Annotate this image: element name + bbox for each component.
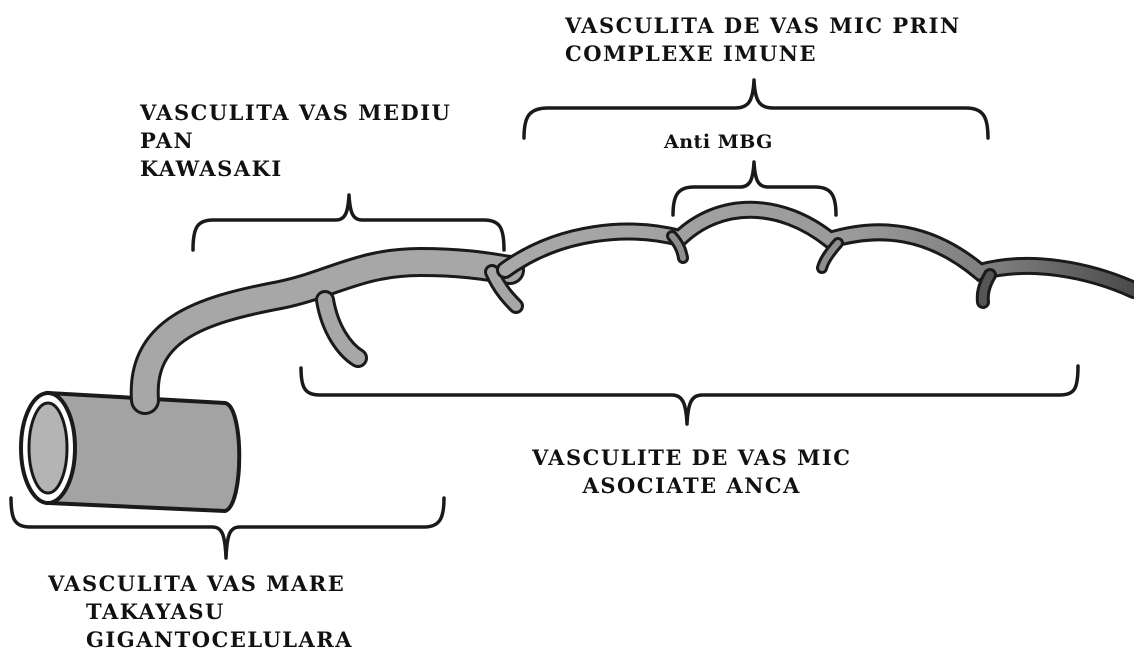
label-anca-small-vessel: VASCULITE DE VAS MIC ASOCIATE ANCA — [532, 444, 851, 500]
label-line: VASCULITA DE VAS MIC PRIN — [565, 12, 961, 40]
vessel-lumen-inner — [29, 403, 67, 493]
label-line: VASCULITA VAS MEDIU — [140, 99, 451, 127]
label-line: ASOCIATE ANCA — [532, 472, 851, 500]
small-vessel-arcade — [505, 210, 1134, 290]
label-line: VASCULITE DE VAS MIC — [532, 444, 851, 472]
label-medium-vessel: VASCULITA VAS MEDIU PAN KAWASAKI — [140, 99, 451, 183]
label-line: TAKAYASU — [48, 598, 353, 626]
label-line: VASCULITA VAS MARE — [48, 570, 353, 598]
label-line: KAWASAKI — [140, 155, 451, 183]
label-line: PAN — [140, 127, 451, 155]
bracket-medium-vessel — [193, 195, 504, 250]
label-small-immune-complex: VASCULITA DE VAS MIC PRIN COMPLEXE IMUNE — [565, 12, 961, 68]
bracket-anca-small-vessel — [301, 366, 1078, 424]
label-anti-mbg: Anti MBG — [664, 128, 773, 156]
label-line: COMPLEXE IMUNE — [565, 40, 961, 68]
label-large-vessel: VASCULITA VAS MARE TAKAYASU GIGANTOCELUL… — [48, 570, 353, 654]
